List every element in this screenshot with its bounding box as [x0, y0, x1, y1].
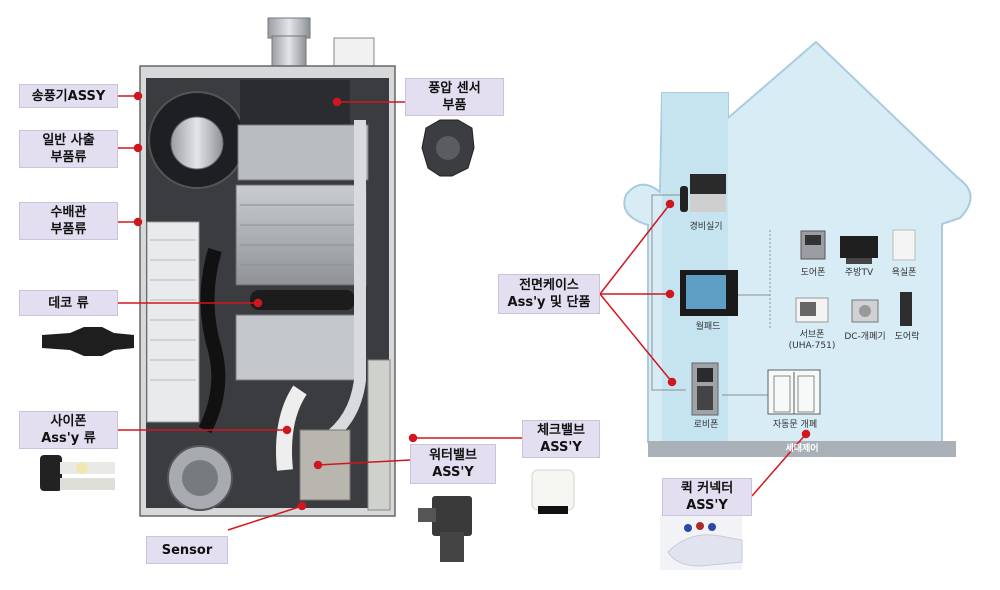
- dc-opener-device: [851, 299, 879, 323]
- callout-quick-connector: 퀵 커넥터 ASS'Y: [662, 478, 752, 516]
- callout-injection-line2: 부품류: [50, 150, 87, 165]
- siphon-part-photo: [40, 455, 115, 491]
- callout-water-valve-line2: ASS'Y: [432, 465, 474, 480]
- gas-manifold: [237, 124, 369, 181]
- black-hose: [198, 247, 226, 434]
- deco-bar: [250, 290, 355, 310]
- flue-pipe-lower: [271, 35, 307, 67]
- callout-sensor-label: Sensor: [161, 542, 213, 558]
- siphon-pipe: [276, 385, 307, 471]
- house-illustration: [623, 40, 972, 457]
- callout-siphon-line1: 사이폰: [50, 414, 87, 429]
- callout-sensor: Sensor: [146, 536, 228, 564]
- callout-quick-connector-line2: ASS'Y: [686, 498, 728, 513]
- subphone-device: [795, 297, 829, 323]
- label-door-camera: 도어폰: [800, 268, 826, 278]
- callout-siphon: 사이폰 Ass'y 류: [19, 411, 118, 449]
- part-photos: [40, 119, 743, 570]
- callout-blower-assy: 송풍기ASSY: [19, 84, 118, 108]
- label-door-lock: 도어락: [894, 332, 920, 342]
- label-security-phone: 경비실기: [689, 222, 723, 232]
- callout-wind-sensor-line1: 풍압 센서: [428, 81, 481, 96]
- air-intake: [333, 37, 375, 67]
- callout-wind-sensor-line2: 부품: [442, 98, 467, 113]
- blower-motor: [170, 116, 224, 170]
- callout-water-valve: 워터밸브 ASS'Y: [410, 444, 496, 484]
- label-kitchen-tv: 주방TV: [844, 268, 874, 278]
- door-lock-device: [900, 292, 912, 326]
- water-valve-photo: [418, 496, 472, 562]
- lobby-phone-device: [691, 362, 719, 416]
- callout-check-valve-line2: ASS'Y: [540, 440, 582, 455]
- callout-front-case: 전면케이스 Ass'y 및 단품: [498, 274, 600, 314]
- leader-lines: [118, 91, 811, 531]
- label-subphone: 서브폰 (UHA-751): [787, 330, 837, 352]
- house-footer-bar: [648, 441, 956, 457]
- auto-door-device: [767, 369, 821, 415]
- kitchen-tv-device: [840, 236, 878, 264]
- heat-exchanger: [235, 184, 367, 286]
- callout-injection-parts: 일반 사출 부품류: [19, 130, 118, 168]
- door-camera-device: [800, 230, 826, 260]
- label-dc-opener: DC-개폐기: [844, 332, 886, 342]
- callout-check-valve-line1: 체크밸브: [537, 423, 585, 438]
- callout-front-case-line2: Ass'y 및 단품: [507, 295, 591, 310]
- callout-deco-label: 데코 류: [48, 295, 89, 311]
- callout-water-pipe-line2: 부품류: [50, 222, 87, 237]
- label-wallpad: 월패드: [695, 322, 721, 332]
- bath-phone-device: [892, 229, 916, 261]
- control-board: [367, 359, 391, 511]
- label-auto-door: 자동문 개폐: [772, 420, 818, 430]
- callout-injection-line1: 일반 사출: [42, 133, 95, 148]
- combustion-chamber: [235, 314, 365, 381]
- callout-wind-pressure-sensor: 풍압 센서 부품: [405, 78, 504, 116]
- house-footer-label: 세대제어: [785, 444, 819, 454]
- label-lobby-phone: 로비폰: [693, 420, 719, 430]
- wind-sensor-photo: [421, 119, 475, 177]
- label-bath-phone: 욕실폰: [891, 268, 917, 278]
- check-valve-photo: [531, 469, 575, 514]
- callout-front-case-line1: 전면케이스: [519, 278, 579, 293]
- boiler-illustration: [139, 17, 396, 517]
- callout-water-pipe-line1: 수배관: [50, 205, 87, 220]
- blower-duct: [240, 80, 350, 125]
- callout-siphon-line2: Ass'y 류: [41, 431, 96, 446]
- callout-check-valve: 체크밸브 ASS'Y: [522, 420, 600, 458]
- siphon-column: [146, 221, 200, 423]
- callout-blower-label: 송풍기ASSY: [31, 88, 106, 104]
- callout-deco: 데코 류: [19, 290, 118, 316]
- callout-water-pipe-parts: 수배관 부품류: [19, 202, 118, 240]
- flue-pipe: [267, 17, 311, 39]
- quick-connector-photo: [660, 515, 743, 570]
- security-phone-device: [680, 174, 726, 212]
- callout-quick-connector-line1: 퀵 커넥터: [680, 481, 734, 496]
- callout-water-valve-line1: 워터밸브: [429, 448, 477, 463]
- label-subphone-line2: (UHA-751): [788, 341, 836, 351]
- wallpad-device: [680, 270, 738, 316]
- deco-part-photo: [42, 327, 134, 356]
- label-subphone-line1: 서브폰: [799, 330, 825, 340]
